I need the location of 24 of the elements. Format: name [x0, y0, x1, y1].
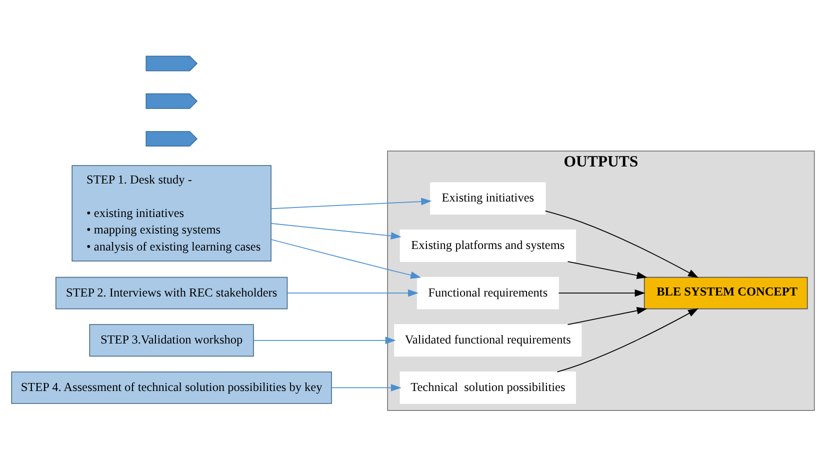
arrow [270, 222, 402, 239]
node-box: Existing initiatives [430, 182, 546, 214]
node-box: Functional requirements [416, 276, 559, 309]
arrow [558, 288, 646, 296]
node-box: BLE SYSTEM CONCEPT [644, 276, 808, 309]
node-box: STEP 1. Desk study - • existing initiatives • mapping existing systems • analysis of existing learning cases [72, 164, 272, 261]
arrow [270, 238, 422, 278]
node-box: Existing platforms and systems [400, 229, 576, 262]
arrow [556, 308, 699, 372]
node-box: Technical solution possibilities [400, 370, 576, 404]
node-box: STEP 4. Assessment of technical solution possibilities by key [11, 370, 332, 404]
arrow [253, 336, 396, 344]
node-arrow [146, 92, 198, 108]
node-arrow [146, 130, 198, 146]
node-box: STEP 2. Interviews with REC stakeholders [55, 276, 288, 309]
arrow [286, 288, 419, 296]
arrow [270, 197, 432, 209]
node-box: STEP 3.Validation workshop [89, 324, 254, 356]
arrow [544, 210, 699, 278]
node-arrow [146, 55, 198, 71]
arrow [567, 260, 648, 279]
arrow [331, 384, 402, 391]
arrow [567, 306, 648, 324]
node-box: Validated functional requirements [394, 324, 582, 356]
